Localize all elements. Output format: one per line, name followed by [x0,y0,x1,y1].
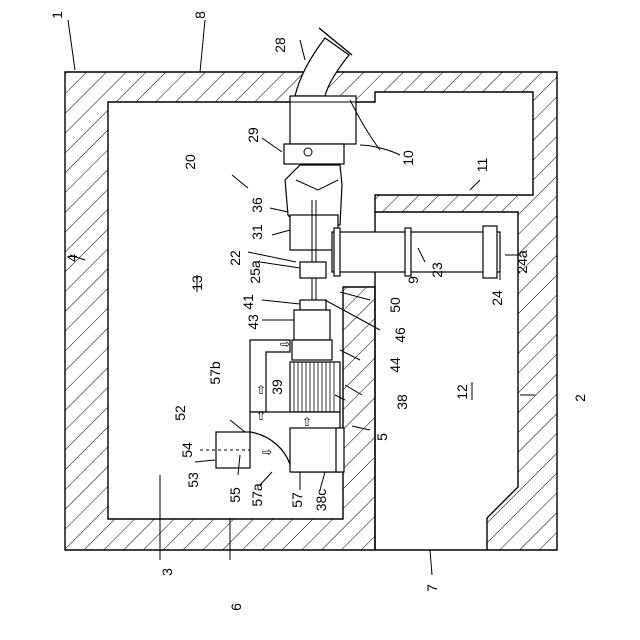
arrow-up-2: ⇧ [256,409,266,423]
label-46: 46 [392,327,408,343]
label-29: 29 [245,127,261,143]
label-43: 43 [245,314,261,330]
label-5: 5 [374,433,390,441]
label-57a: 57a [249,483,265,507]
arrow-right: ⇨ [262,445,272,459]
upper-casing [290,96,356,144]
label-9: 9 [405,276,421,284]
label-20: 20 [182,154,198,170]
draft-tube [290,215,338,250]
label-53: 53 [185,472,201,488]
label-54: 54 [179,442,195,458]
label-3: 3 [159,568,175,576]
label-1: 1 [49,11,65,19]
label-41: 41 [240,294,256,310]
label-4: 4 [64,254,80,262]
label-55: 55 [227,487,243,503]
label-50: 50 [387,297,403,313]
label-6: 6 [228,603,244,611]
arrow-up-3: ⇧ [302,415,312,429]
label-57: 57 [289,492,305,508]
pipe-flange-1 [405,228,411,276]
label-31: 31 [249,224,265,240]
label-24: 24 [489,290,505,306]
label-23: 23 [429,262,445,278]
label-8: 8 [192,11,208,19]
pipe-flange-2 [483,226,497,278]
label-44: 44 [387,357,403,373]
label-7: 7 [424,584,440,592]
label-11: 11 [474,158,490,173]
label-10: 10 [400,150,416,166]
label-57b: 57b [207,361,223,385]
motor-coupling [292,340,332,360]
label-2: 2 [572,394,588,402]
label-36: 36 [249,197,265,213]
label-22: 22 [227,250,243,266]
label-38: 38 [394,394,410,410]
label-52: 52 [172,405,188,421]
label-28: 28 [272,37,288,53]
label-24a: 24a [514,250,530,274]
coupling [300,262,326,278]
valve-block [284,144,344,164]
label-38c: 38c [313,489,329,512]
outlet-pipe [332,232,500,272]
label-25a: 25a [247,260,263,284]
generator [290,362,340,412]
support [336,428,344,472]
duct-body [290,428,340,472]
label-12: 12 [454,384,470,400]
pipe-flange-3 [334,228,340,276]
arrow-up: ⇧ [256,383,266,397]
arrow-right-2: ⇨ [280,337,290,351]
gear-box [294,310,330,340]
bearing [300,300,326,310]
label-39: 39 [269,379,285,395]
